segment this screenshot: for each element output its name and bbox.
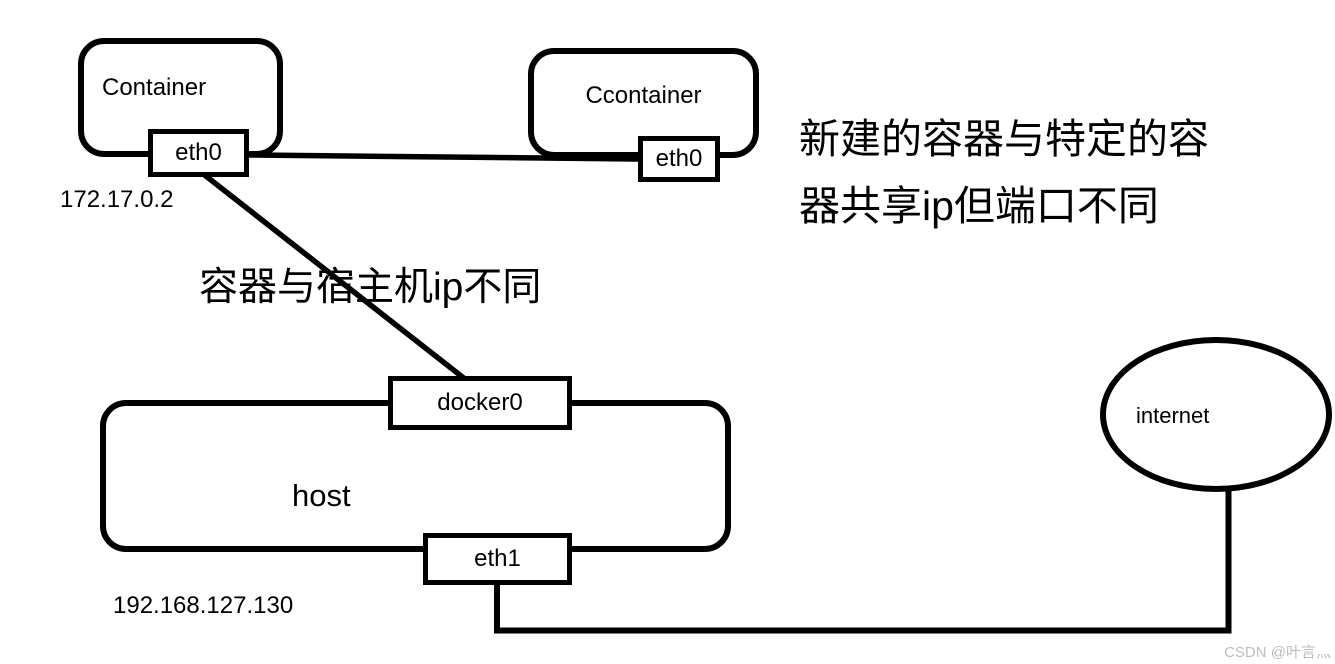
container1-ip-address: 172.17.0.2 — [60, 186, 174, 213]
link-eth1-to-internet — [494, 490, 1232, 634]
annotation-shared-ip: 新建的容器与特定的容 器共享ip但端口不同 — [799, 106, 1209, 240]
host-docker0-bridge: docker0 — [388, 376, 572, 430]
container2-label: Ccontainer — [585, 82, 702, 109]
internet-label: internet — [1136, 403, 1210, 428]
container1-label: Container — [102, 74, 207, 101]
host-label: host — [292, 478, 351, 513]
internet-node: internet — [1100, 337, 1332, 492]
container1-eth0-interface: eth0 — [148, 129, 249, 177]
annotation-shared-ip-line2: 器共享ip但端口不同 — [799, 183, 1159, 229]
host-box: host — [100, 400, 731, 552]
host-ip-address: 192.168.127.130 — [113, 592, 294, 619]
container2-eth0-interface: eth0 — [638, 136, 720, 182]
link-eth0-to-docker0 — [200, 170, 467, 382]
csdn-watermark: CSDN @叶言灬 — [1224, 644, 1331, 661]
annotation-shared-ip-line1: 新建的容器与特定的容 — [799, 116, 1209, 162]
host-eth1-interface: eth1 — [423, 533, 572, 585]
link-eth0-to-eth0 — [248, 152, 642, 162]
